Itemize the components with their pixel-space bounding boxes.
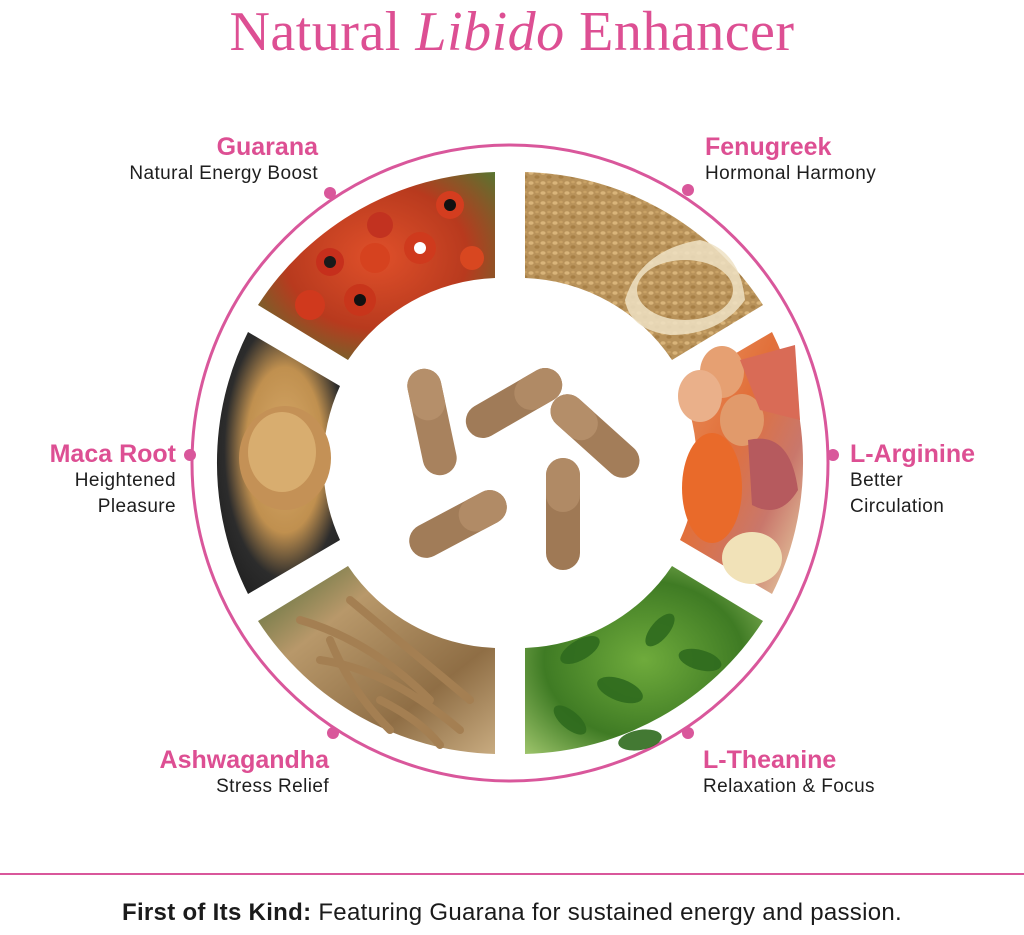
capsules-photo [407,368,640,570]
title-part-2: Libido [415,1,565,63]
l-arginine-benefit-line1: Better [850,470,904,491]
l-theanine-benefit: Relaxation & Focus [703,776,875,797]
guarana-name: Guarana [216,133,318,161]
guarana-dot [324,187,336,199]
fenugreek-dot [682,184,694,196]
footer-text: Featuring Guarana for sustained energy a… [311,899,903,926]
maca-powder-photo [239,406,331,510]
l-arginine-name: L-Arginine [850,440,975,468]
ashwagandha-roots-photo [296,596,474,749]
page-title: Natural Libido Enhancer [0,2,1024,62]
maca-root-benefit-line1: Heightened [74,470,176,491]
maca-root-name: Maca Root [49,440,176,468]
footer-lead: First of Its Kind: [121,899,312,926]
maca-root-benefit-line2: Pleasure [97,496,176,517]
footer-divider [0,873,1024,875]
ashwagandha-name: Ashwagandha [159,746,329,774]
fenugreek-seeds-photo [625,240,745,335]
fenugreek-label: Fenugreek Hormonal Harmony [705,133,876,187]
guarana-berries-photo [295,191,484,320]
title-part-3: Enhancer [564,1,795,63]
ashwagandha-label: Ashwagandha Stress Relief [160,746,329,800]
fenugreek-benefit: Hormonal Harmony [705,163,877,184]
guarana-benefit: Natural Energy Boost [129,163,318,184]
l-theanine-label: L-Theanine Relaxation & Focus [703,746,875,800]
tea-leaves-photo [553,613,722,751]
l-arginine-dot [827,449,839,461]
title-part-1: Natural [229,1,416,63]
l-theanine-segment [525,566,763,754]
l-theanine-dot [682,727,694,739]
l-theanine-name: L-Theanine [703,746,837,774]
protein-foods-photo [678,345,800,584]
l-arginine-benefit-line2: Circulation [850,496,945,517]
ashwagandha-dot [327,727,339,739]
outer-ring [190,143,830,783]
fenugreek-name: Fenugreek [705,133,832,161]
footer-tagline: First of Its Kind: Featuring Guarana for… [0,898,1024,928]
l-arginine-label: L-Arginine Better Circulation [850,440,975,520]
maca-root-dot [184,449,196,461]
guarana-label: Guarana Natural Energy Boost [129,133,318,187]
maca-root-label: Maca Root Heightened Pleasure [50,440,176,520]
ashwagandha-benefit: Stress Relief [216,776,329,797]
